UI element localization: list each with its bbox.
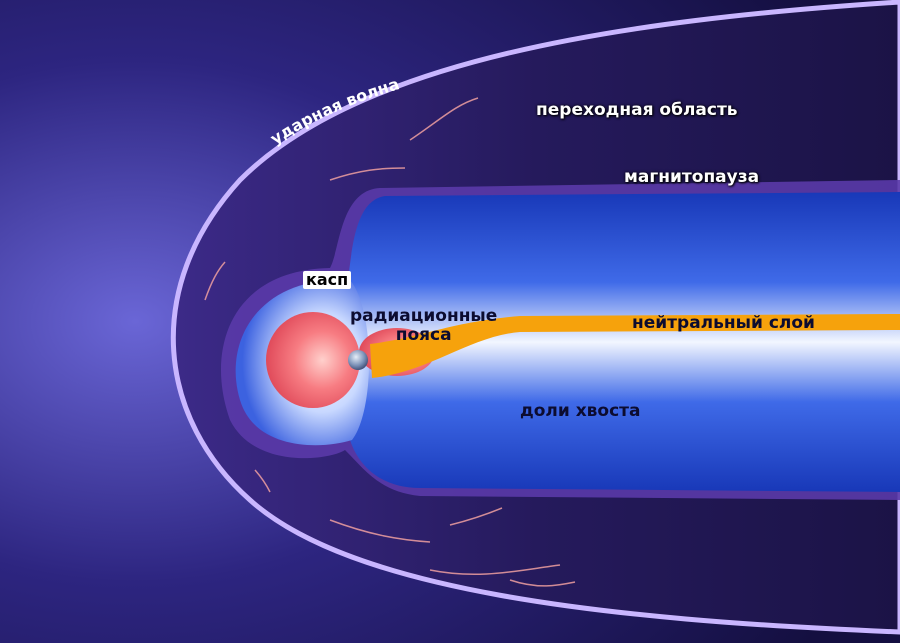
solar-wind-arrows — [204, 97, 576, 587]
radiation-belt-left — [266, 312, 360, 408]
cusp-label: касп — [303, 271, 352, 289]
radiation-belts-label: радиационные пояса — [350, 307, 497, 344]
radiation-belts-line1: радиационные — [350, 306, 498, 326]
tail-lobes-region — [348, 192, 900, 492]
neutral-sheet — [370, 314, 900, 378]
earth — [348, 350, 368, 370]
transition-region-label: переходная область — [536, 100, 738, 120]
tail-lobes-label: доли хвоста — [520, 401, 641, 421]
radiation-belts-line2: пояса — [395, 324, 452, 345]
neutral-sheet-label: нейтральный слой — [632, 313, 815, 333]
bow-shock-label: ударная волна — [267, 74, 402, 148]
magnetopause-label: магнитопауза — [624, 167, 760, 187]
